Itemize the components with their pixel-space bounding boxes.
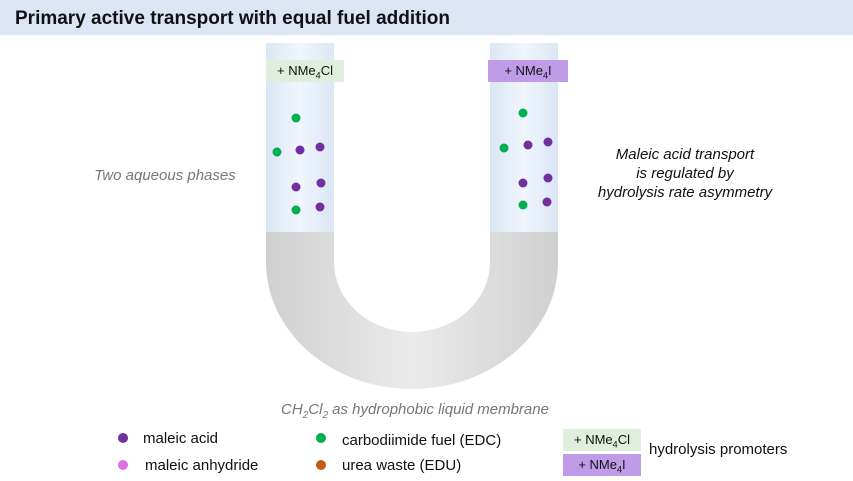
- maleic-acid-molecule: [518, 178, 528, 188]
- transport-regulation-caption: Maleic acid transport is regulated by hy…: [597, 146, 773, 201]
- membrane-caption: CH2Cl2 as hydrophobic liquid membrane: [281, 401, 549, 421]
- edc-molecule: [291, 205, 301, 215]
- edc-legend-marker: [316, 433, 326, 443]
- title-bar: [0, 0, 853, 35]
- maleic-acid-molecule: [542, 197, 552, 207]
- maleic-acid-molecule: [315, 202, 325, 212]
- maleic-acid-molecule: [295, 145, 305, 155]
- maleic-acid-molecule: [523, 140, 533, 150]
- maleic-anhydride-legend-label: maleic anhydride: [145, 457, 259, 474]
- edu-legend-label: urea waste (EDU): [342, 457, 462, 474]
- maleic-acid-molecule: [315, 142, 325, 152]
- maleic-acid-legend-label: maleic acid: [143, 430, 219, 447]
- maleic-acid-molecule: [543, 173, 553, 183]
- maleic-acid-molecule: [316, 178, 326, 188]
- page-title: Primary active transport with equal fuel…: [15, 8, 450, 29]
- hydrolysis-promoters-label: hydrolysis promoters: [649, 441, 788, 458]
- edc-molecule: [518, 200, 528, 210]
- promoter-nme4cl-swatch: + NMe4Cl: [563, 429, 641, 451]
- right-nme4i-tag: + NMe4I: [488, 60, 568, 82]
- maleic-acid-legend-marker: [118, 433, 128, 443]
- maleic-anhydride-legend-marker: [118, 460, 128, 470]
- maleic-acid-molecule: [291, 182, 301, 192]
- edc-molecule: [499, 143, 509, 153]
- edc-molecule: [291, 113, 301, 123]
- edc-molecule: [272, 147, 282, 157]
- maleic-acid-molecule: [543, 137, 553, 147]
- edc-molecule: [518, 108, 528, 118]
- aqueous-phases-caption: Two aqueous phases: [94, 167, 236, 184]
- edu-legend-marker: [316, 460, 326, 470]
- edc-legend-label: carbodiimide fuel (EDC): [342, 432, 502, 449]
- promoter-nme4i-swatch: + NMe4I: [563, 454, 641, 476]
- left-nme4cl-tag: + NMe4Cl: [266, 60, 344, 82]
- organic-membrane-phase: [266, 232, 558, 389]
